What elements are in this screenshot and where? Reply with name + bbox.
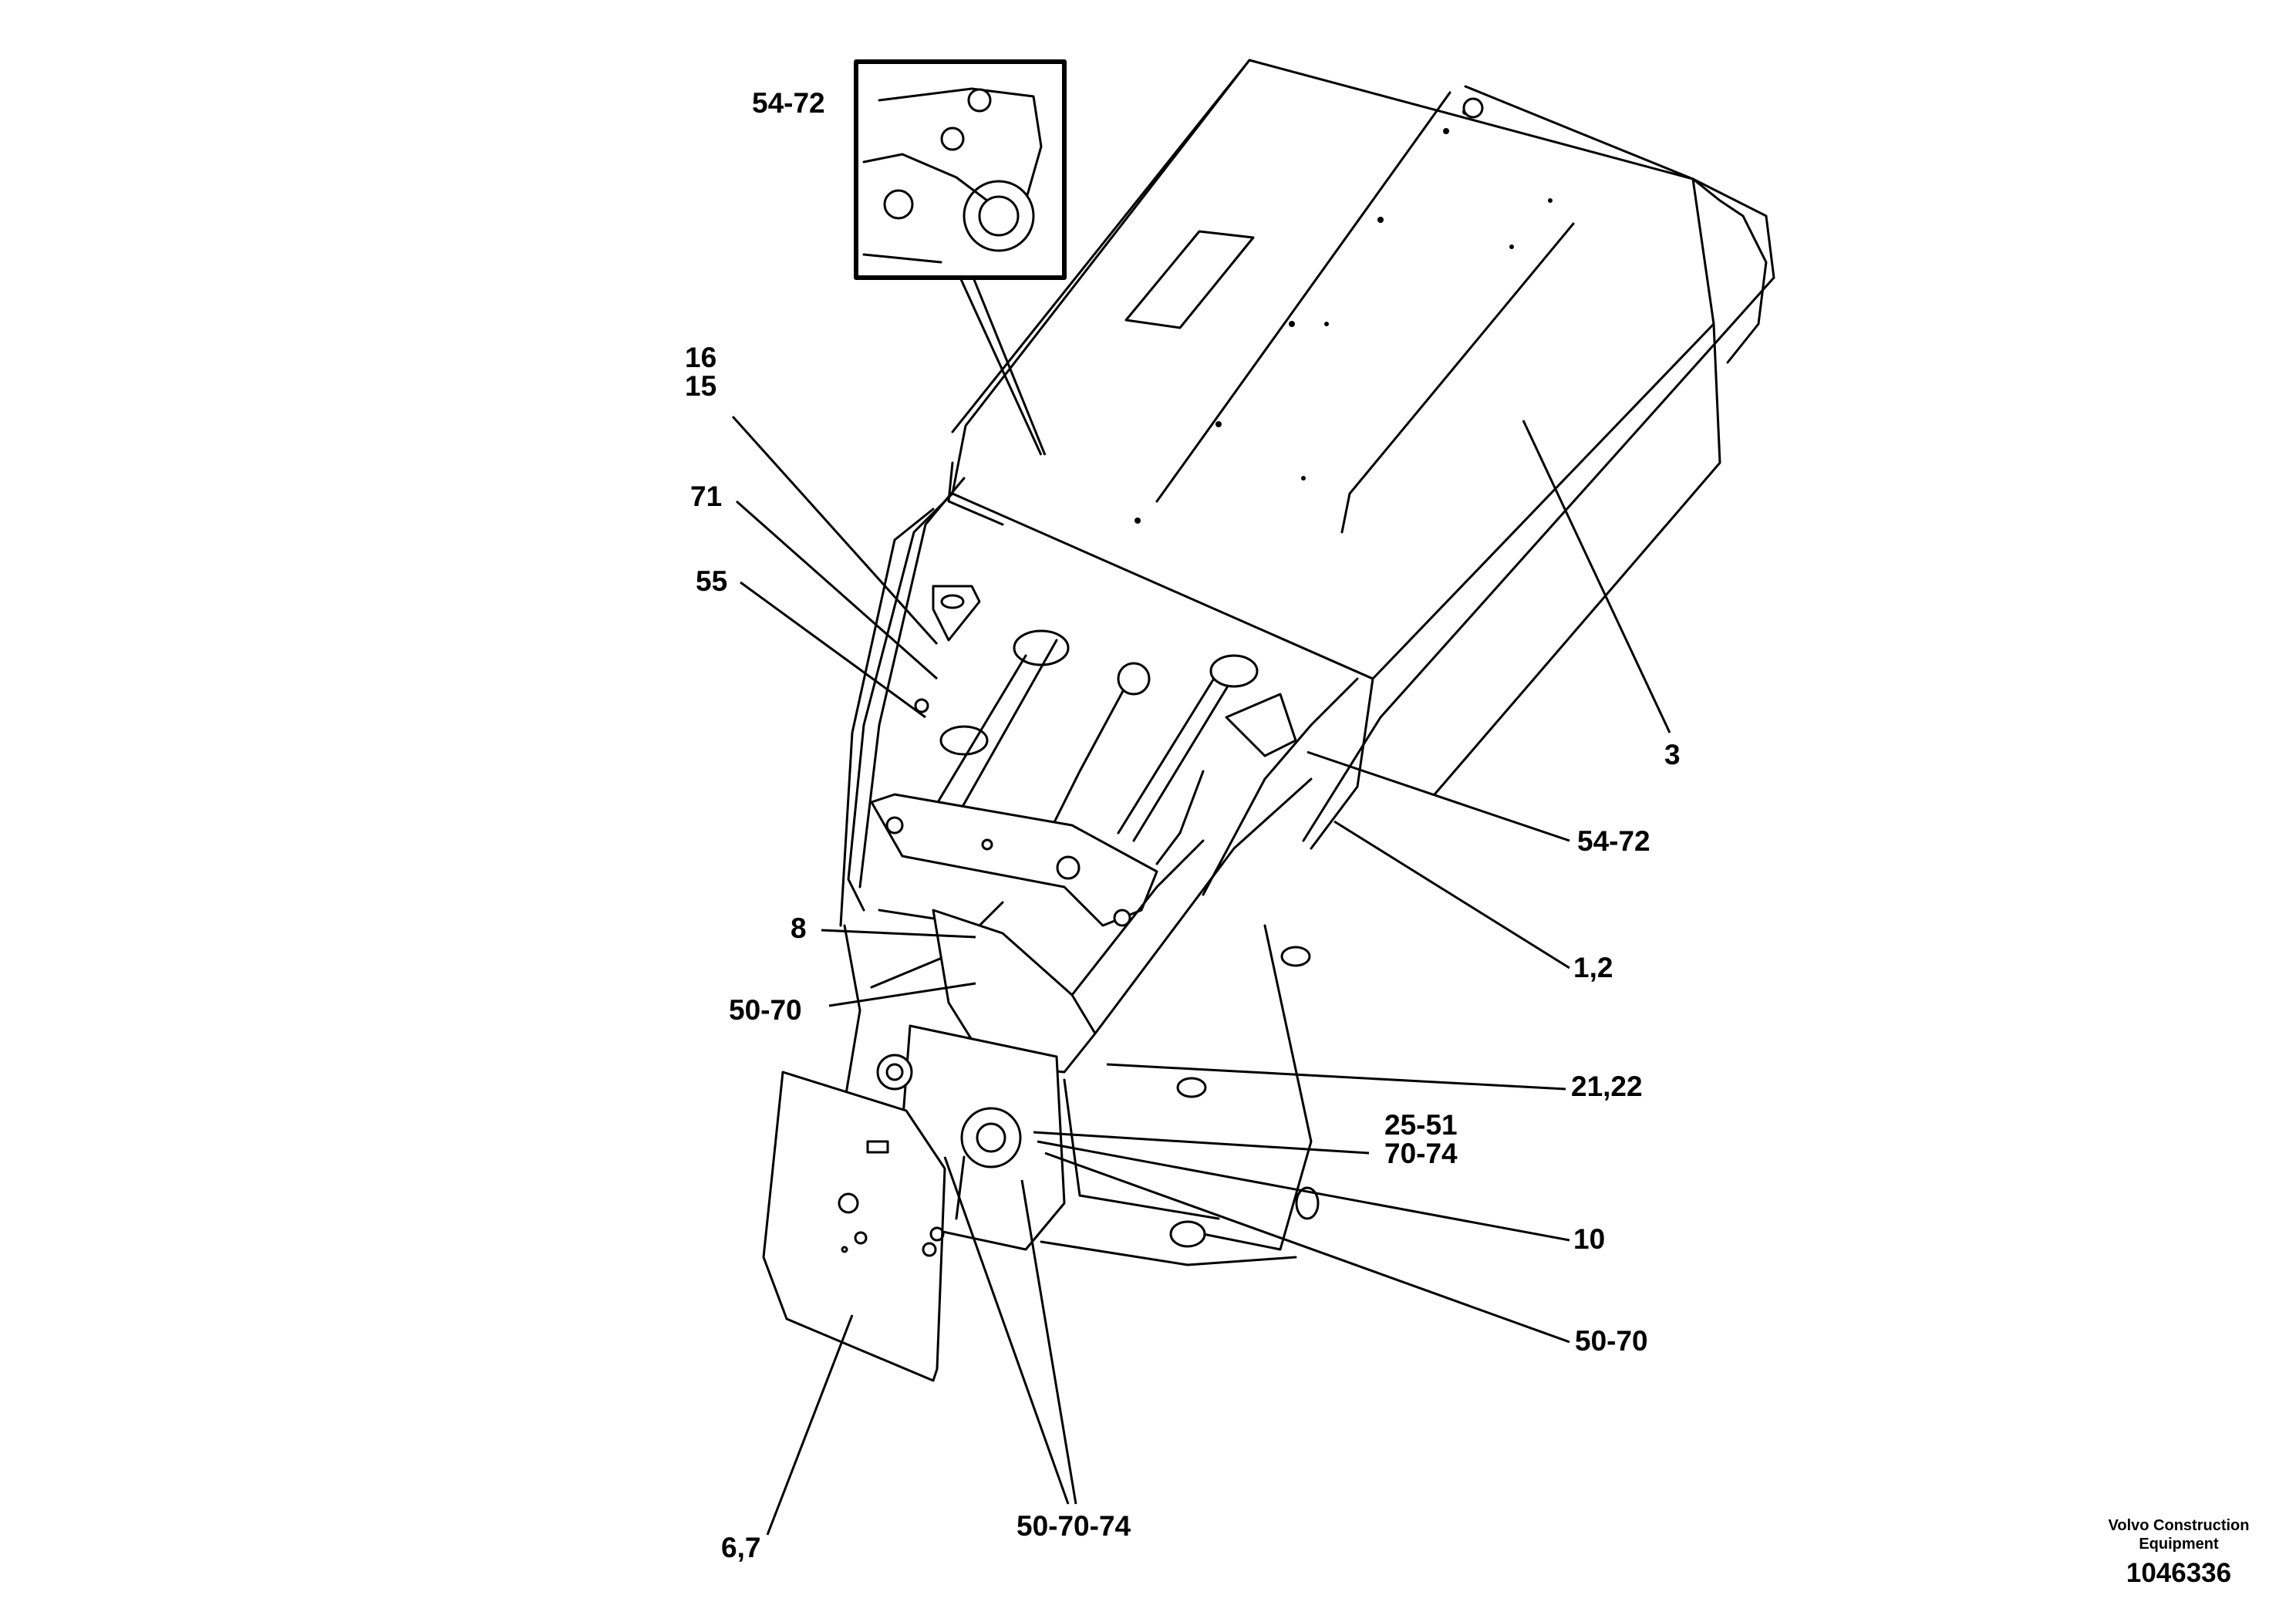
callout-6-7: 6,7	[721, 1532, 761, 1563]
roller-assembly	[870, 585, 1359, 927]
cover-plate	[762, 1071, 946, 1382]
callout-55: 55	[696, 565, 728, 597]
callout-50-70-right: 50-70	[1575, 1325, 1648, 1357]
callout-3: 3	[1664, 739, 1681, 771]
company-name-line1: Volvo Construction	[2108, 1517, 2250, 1534]
callout-50-70-74: 50-70-74	[1017, 1510, 1131, 1542]
company-name-line2: Equipment	[2139, 1536, 2219, 1553]
callout-71: 71	[690, 481, 723, 512]
callout-70-74: 70-74	[1384, 1138, 1458, 1169]
company-name: Volvo Construction Equipment	[2090, 1516, 2267, 1553]
callout-8: 8	[791, 912, 807, 944]
callout-54-72: 54-72	[1577, 825, 1650, 857]
callout-50-70-left: 50-70	[729, 994, 802, 1026]
callout-21-22: 21,22	[1571, 1071, 1643, 1102]
callout-1-2: 1,2	[1573, 952, 1613, 983]
callout-15: 15	[685, 370, 717, 402]
housing-body	[951, 59, 1775, 850]
callout-16: 16	[685, 342, 717, 373]
leader-lines	[731, 277, 1671, 1536]
drawing-number: 1046336	[2126, 1558, 2232, 1588]
callout-10: 10	[1573, 1223, 1606, 1255]
inset-detail	[854, 59, 1067, 280]
callout-inset-54-72: 54-72	[752, 87, 825, 119]
callout-25-51: 25-51	[1384, 1109, 1458, 1141]
